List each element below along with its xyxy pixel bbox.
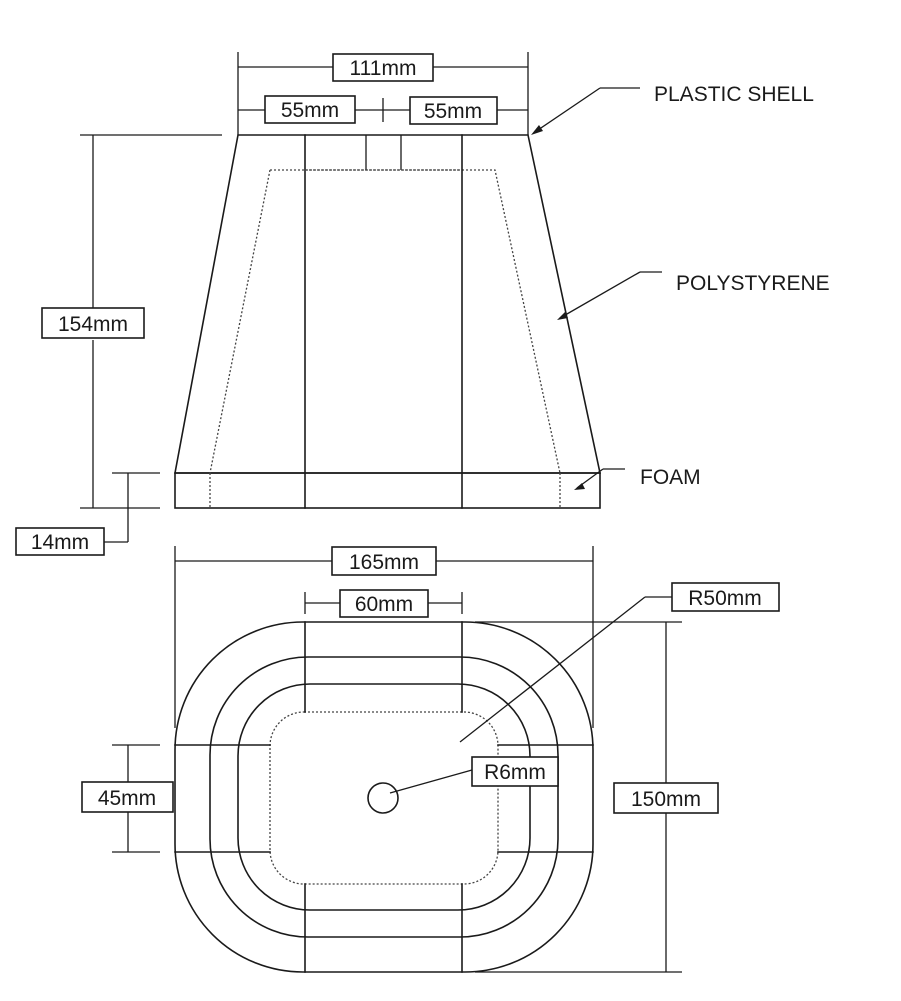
dim-hole-radius-label: R6mm — [484, 761, 546, 784]
dim-center-width-label: 60mm — [355, 593, 413, 616]
dim-hole-radius: R6mm — [389, 756, 559, 794]
dim-top-half-right-label: 55mm — [424, 100, 482, 123]
dim-base-depth-label: 150mm — [631, 788, 701, 811]
dim-base-width: 165mm — [174, 546, 594, 728]
ring-2 — [209, 656, 559, 938]
dim-top-width: 111mm — [237, 52, 529, 135]
dim-base-width-label: 165mm — [349, 551, 419, 574]
dim-height: 154mm — [41, 134, 222, 509]
ring-3 — [237, 683, 531, 911]
plastic-shell-outline — [174, 134, 601, 474]
polystyrene-inner-outline — [209, 169, 561, 474]
dim-top-halves: 55mm 55mm — [238, 95, 528, 125]
outer-outline — [174, 621, 594, 973]
callout-polystyrene: POLYSTYRENE — [557, 271, 830, 320]
dim-height-label: 154mm — [58, 313, 128, 336]
dim-side-width-label: 45mm — [98, 787, 156, 810]
plastic-shell-label: PLASTIC SHELL — [654, 83, 814, 106]
callout-foam: FOAM — [574, 466, 701, 490]
side-view — [174, 134, 601, 509]
polystyrene-label: POLYSTYRENE — [676, 272, 830, 295]
callout-plastic-shell: PLASTIC SHELL — [531, 83, 814, 135]
inner-cavity — [269, 711, 499, 885]
dim-base-depth: 150mm — [475, 621, 719, 973]
center-hole — [367, 782, 399, 814]
dim-outer-radius: R50mm — [459, 582, 780, 743]
foam-label: FOAM — [640, 466, 701, 489]
foam-base — [174, 472, 601, 509]
dim-side-width: 45mm — [81, 744, 174, 853]
dim-outer-radius-label: R50mm — [688, 587, 762, 610]
dim-top-half-left-label: 55mm — [281, 99, 339, 122]
dim-foam: 14mm — [15, 472, 160, 556]
dim-center-width: 60mm — [304, 589, 463, 618]
plan-view — [174, 621, 594, 973]
dim-top-width-label: 111mm — [350, 57, 417, 80]
dim-foam-label: 14mm — [31, 531, 89, 554]
